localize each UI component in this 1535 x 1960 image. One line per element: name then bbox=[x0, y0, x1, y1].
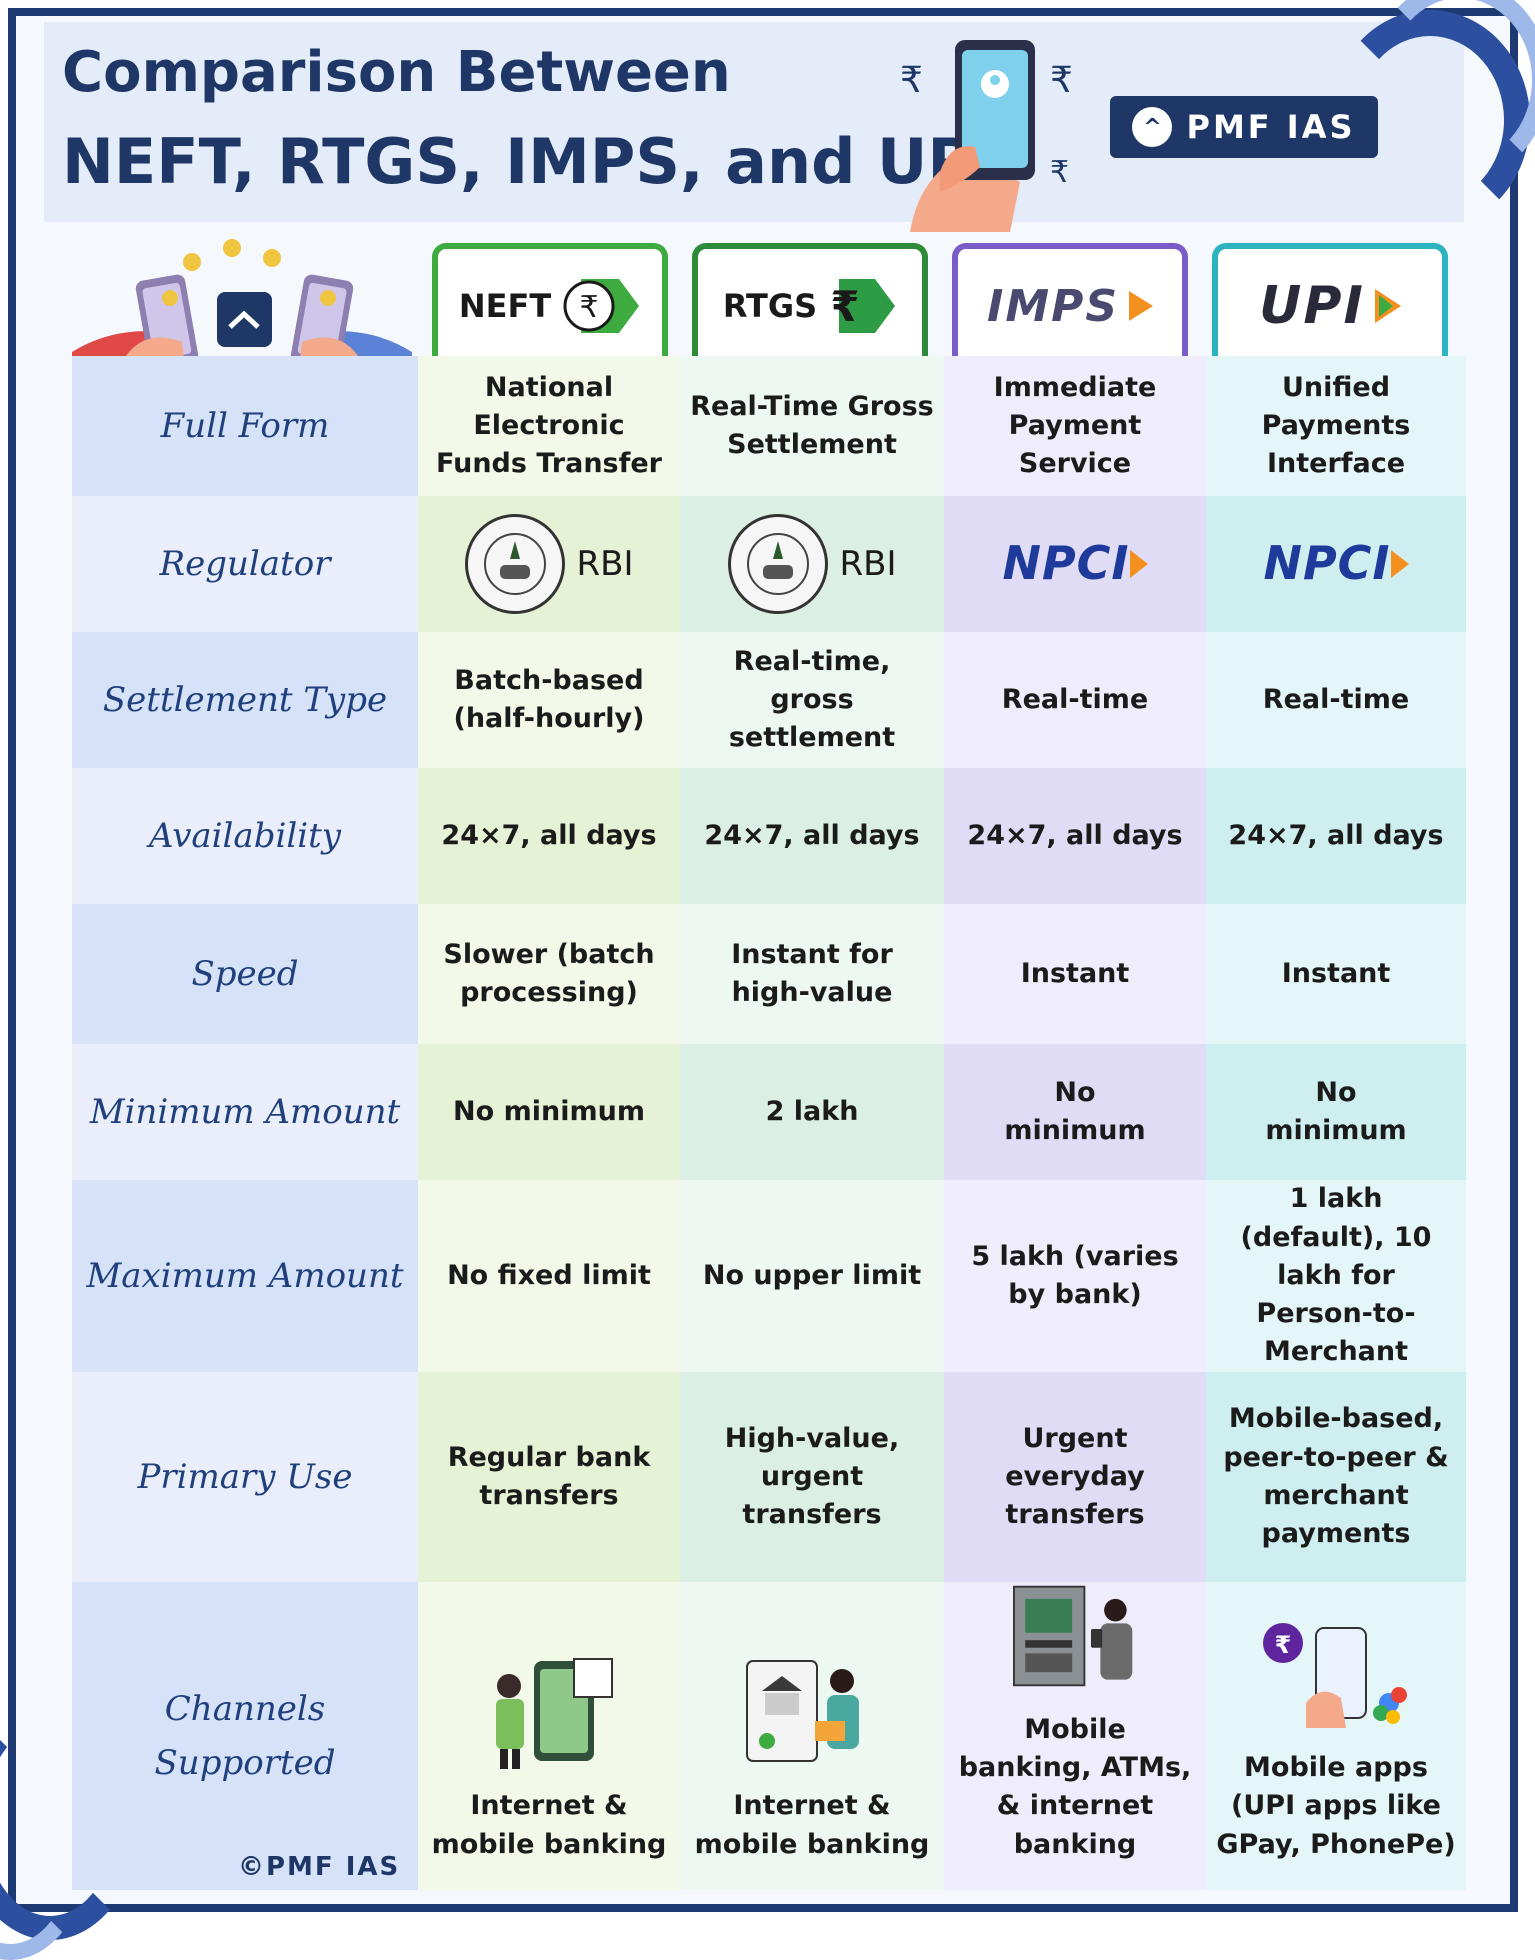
table-cell: No minimum bbox=[1206, 1044, 1466, 1180]
table-cell: NPCI bbox=[1206, 496, 1466, 632]
row-label: Speed bbox=[72, 904, 418, 1044]
table-cell: 5 lakh (varies by bank) bbox=[944, 1180, 1206, 1372]
npci-logo: NPCI bbox=[1263, 536, 1391, 591]
table-cell: RBI bbox=[680, 496, 944, 632]
row-channels-supported: Channels Supported Internet & mobile ban… bbox=[72, 1582, 1466, 1890]
svg-text:₹: ₹ bbox=[1050, 155, 1069, 190]
row-availability: Availability 24×7, all days 24×7, all da… bbox=[72, 768, 1466, 904]
column-header-upi: UPI bbox=[1212, 243, 1448, 363]
table-cell: 24×7, all days bbox=[680, 768, 944, 904]
row-maximum-amount: Maximum Amount No fixed limit No upper l… bbox=[72, 1180, 1466, 1372]
svg-text:₹: ₹ bbox=[1275, 1631, 1292, 1659]
table-cell: Real-time bbox=[944, 632, 1206, 768]
column-label: NEFT bbox=[458, 287, 552, 325]
table-cell: Internet & mobile banking bbox=[680, 1582, 944, 1890]
svg-text:₹: ₹ bbox=[831, 282, 860, 331]
channel-text: Mobile banking, ATMs, & internet banking bbox=[958, 1713, 1192, 1860]
table-cell: Mobile-based, peer-to-peer & merchant pa… bbox=[1206, 1372, 1466, 1582]
row-speed: Speed Slower (batch processing) Instant … bbox=[72, 904, 1466, 1044]
table-cell: High-value, urgent transfers bbox=[680, 1372, 944, 1582]
row-primary-use: Primary Use Regular bank transfers High-… bbox=[72, 1372, 1466, 1582]
row-full-form: Full Form National Electronic Funds Tran… bbox=[72, 356, 1466, 496]
table-cell: 2 lakh bbox=[680, 1044, 944, 1180]
rbi-seal-icon bbox=[727, 514, 828, 614]
table-cell: Real-time bbox=[1206, 632, 1466, 768]
orange-arrow-icon bbox=[1390, 550, 1409, 578]
rbi-seal-icon bbox=[464, 514, 565, 614]
svg-text:₹: ₹ bbox=[580, 290, 599, 325]
row-settlement-type: Settlement Type Batch-based (half-hourly… bbox=[72, 632, 1466, 768]
orange-arrow-icon bbox=[1129, 291, 1154, 321]
table-cell: Real-time, gross settlement bbox=[680, 632, 944, 768]
channel-text: Mobile apps (UPI apps like GPay, PhonePe… bbox=[1216, 1752, 1456, 1860]
table-cell: Real-Time Gross Settlement bbox=[680, 356, 944, 496]
row-minimum-amount: Minimum Amount No minimum 2 lakh No mini… bbox=[72, 1044, 1466, 1180]
brand-name: PMF IAS bbox=[1186, 108, 1356, 146]
table-cell: Batch-based (half-hourly) bbox=[418, 632, 680, 768]
imps-logo: IMPS bbox=[986, 280, 1120, 332]
table-cell: No minimum bbox=[418, 1044, 680, 1180]
page-title-line1: Comparison Between bbox=[62, 40, 731, 105]
table-cell: ₹ Mobile apps (UPI apps like GPay, Phone… bbox=[1206, 1582, 1466, 1890]
brand-badge: ^ PMF IAS bbox=[1110, 96, 1378, 158]
table-cell: NPCI bbox=[944, 496, 1206, 632]
table-cell: Instant bbox=[1206, 904, 1466, 1044]
phone-hand-illustration: ₹ ₹ ₹ bbox=[900, 40, 1073, 232]
rupee-arrow-icon: ₹ bbox=[563, 279, 640, 333]
row-label: Maximum Amount bbox=[72, 1180, 418, 1372]
table-cell: No fixed limit bbox=[418, 1180, 680, 1372]
table-cell: Instant bbox=[944, 904, 1206, 1044]
table-cell: Mobile banking, ATMs, & internet banking bbox=[944, 1582, 1206, 1890]
orange-arrow-icon bbox=[1374, 289, 1401, 323]
table-cell: National Electronic Funds Transfer bbox=[418, 356, 680, 496]
table-cell: Internet & mobile banking bbox=[418, 1582, 680, 1890]
table-cell: RBI bbox=[418, 496, 680, 632]
orange-arrow-icon bbox=[1129, 550, 1148, 578]
copyright-text: ©PMF IAS bbox=[238, 1852, 401, 1882]
channel-text: Internet & mobile banking bbox=[431, 1790, 667, 1860]
table-cell: Regular bank transfers bbox=[418, 1372, 680, 1582]
column-header-rtgs: RTGS ₹ bbox=[692, 243, 928, 363]
table-cell: 1 lakh (default), 10 lakh for Person-to-… bbox=[1206, 1180, 1466, 1372]
channel-text: Internet & mobile banking bbox=[694, 1790, 930, 1860]
row-regulator: Regulator RBI RBI NPCI NPCI bbox=[72, 496, 1466, 632]
page-title-line2: NEFT, RTGS, IMPS, and UPI bbox=[62, 125, 996, 198]
table-cell: 24×7, all days bbox=[1206, 768, 1466, 904]
row-label: Primary Use bbox=[72, 1372, 418, 1582]
row-label: Availability bbox=[72, 768, 418, 904]
table-cell: No upper limit bbox=[680, 1180, 944, 1372]
table-cell: Unified Payments Interface bbox=[1206, 356, 1466, 496]
table-cell: 24×7, all days bbox=[944, 768, 1206, 904]
upi-logo: UPI bbox=[1259, 276, 1365, 336]
regulator-name: RBI bbox=[839, 543, 897, 584]
atm-illustration bbox=[1013, 1585, 1133, 1687]
row-label: Settlement Type bbox=[72, 632, 418, 768]
table-cell: Slower (batch processing) bbox=[418, 904, 680, 1044]
column-label: RTGS bbox=[722, 287, 818, 325]
row-label: Full Form bbox=[72, 356, 418, 496]
table-cell: No minimum bbox=[944, 1044, 1206, 1180]
table-cell: Urgent everyday transfers bbox=[944, 1372, 1206, 1582]
rupee-arrow-icon: ₹ bbox=[831, 279, 896, 333]
table-cell: 24×7, all days bbox=[418, 768, 680, 904]
internet-banking-illustration bbox=[746, 1660, 859, 1763]
upi-apps-illustration: ₹ bbox=[1263, 1623, 1407, 1729]
mobile-banking-illustration bbox=[496, 1658, 613, 1770]
column-header-imps: IMPS bbox=[952, 243, 1188, 363]
table-cell: Immediate Payment Service bbox=[944, 356, 1206, 496]
column-header-neft: NEFT ₹ bbox=[432, 243, 668, 363]
brand-logo-icon: ^ bbox=[1132, 107, 1173, 147]
regulator-name: RBI bbox=[576, 543, 634, 584]
decorative-wave bbox=[1370, 0, 1535, 180]
npci-logo: NPCI bbox=[1002, 536, 1130, 591]
svg-text:₹: ₹ bbox=[900, 60, 923, 101]
svg-text:₹: ₹ bbox=[1050, 60, 1073, 101]
row-label: Regulator bbox=[72, 496, 418, 632]
table-cell: Instant for high-value bbox=[680, 904, 944, 1044]
row-label: Minimum Amount bbox=[72, 1044, 418, 1180]
